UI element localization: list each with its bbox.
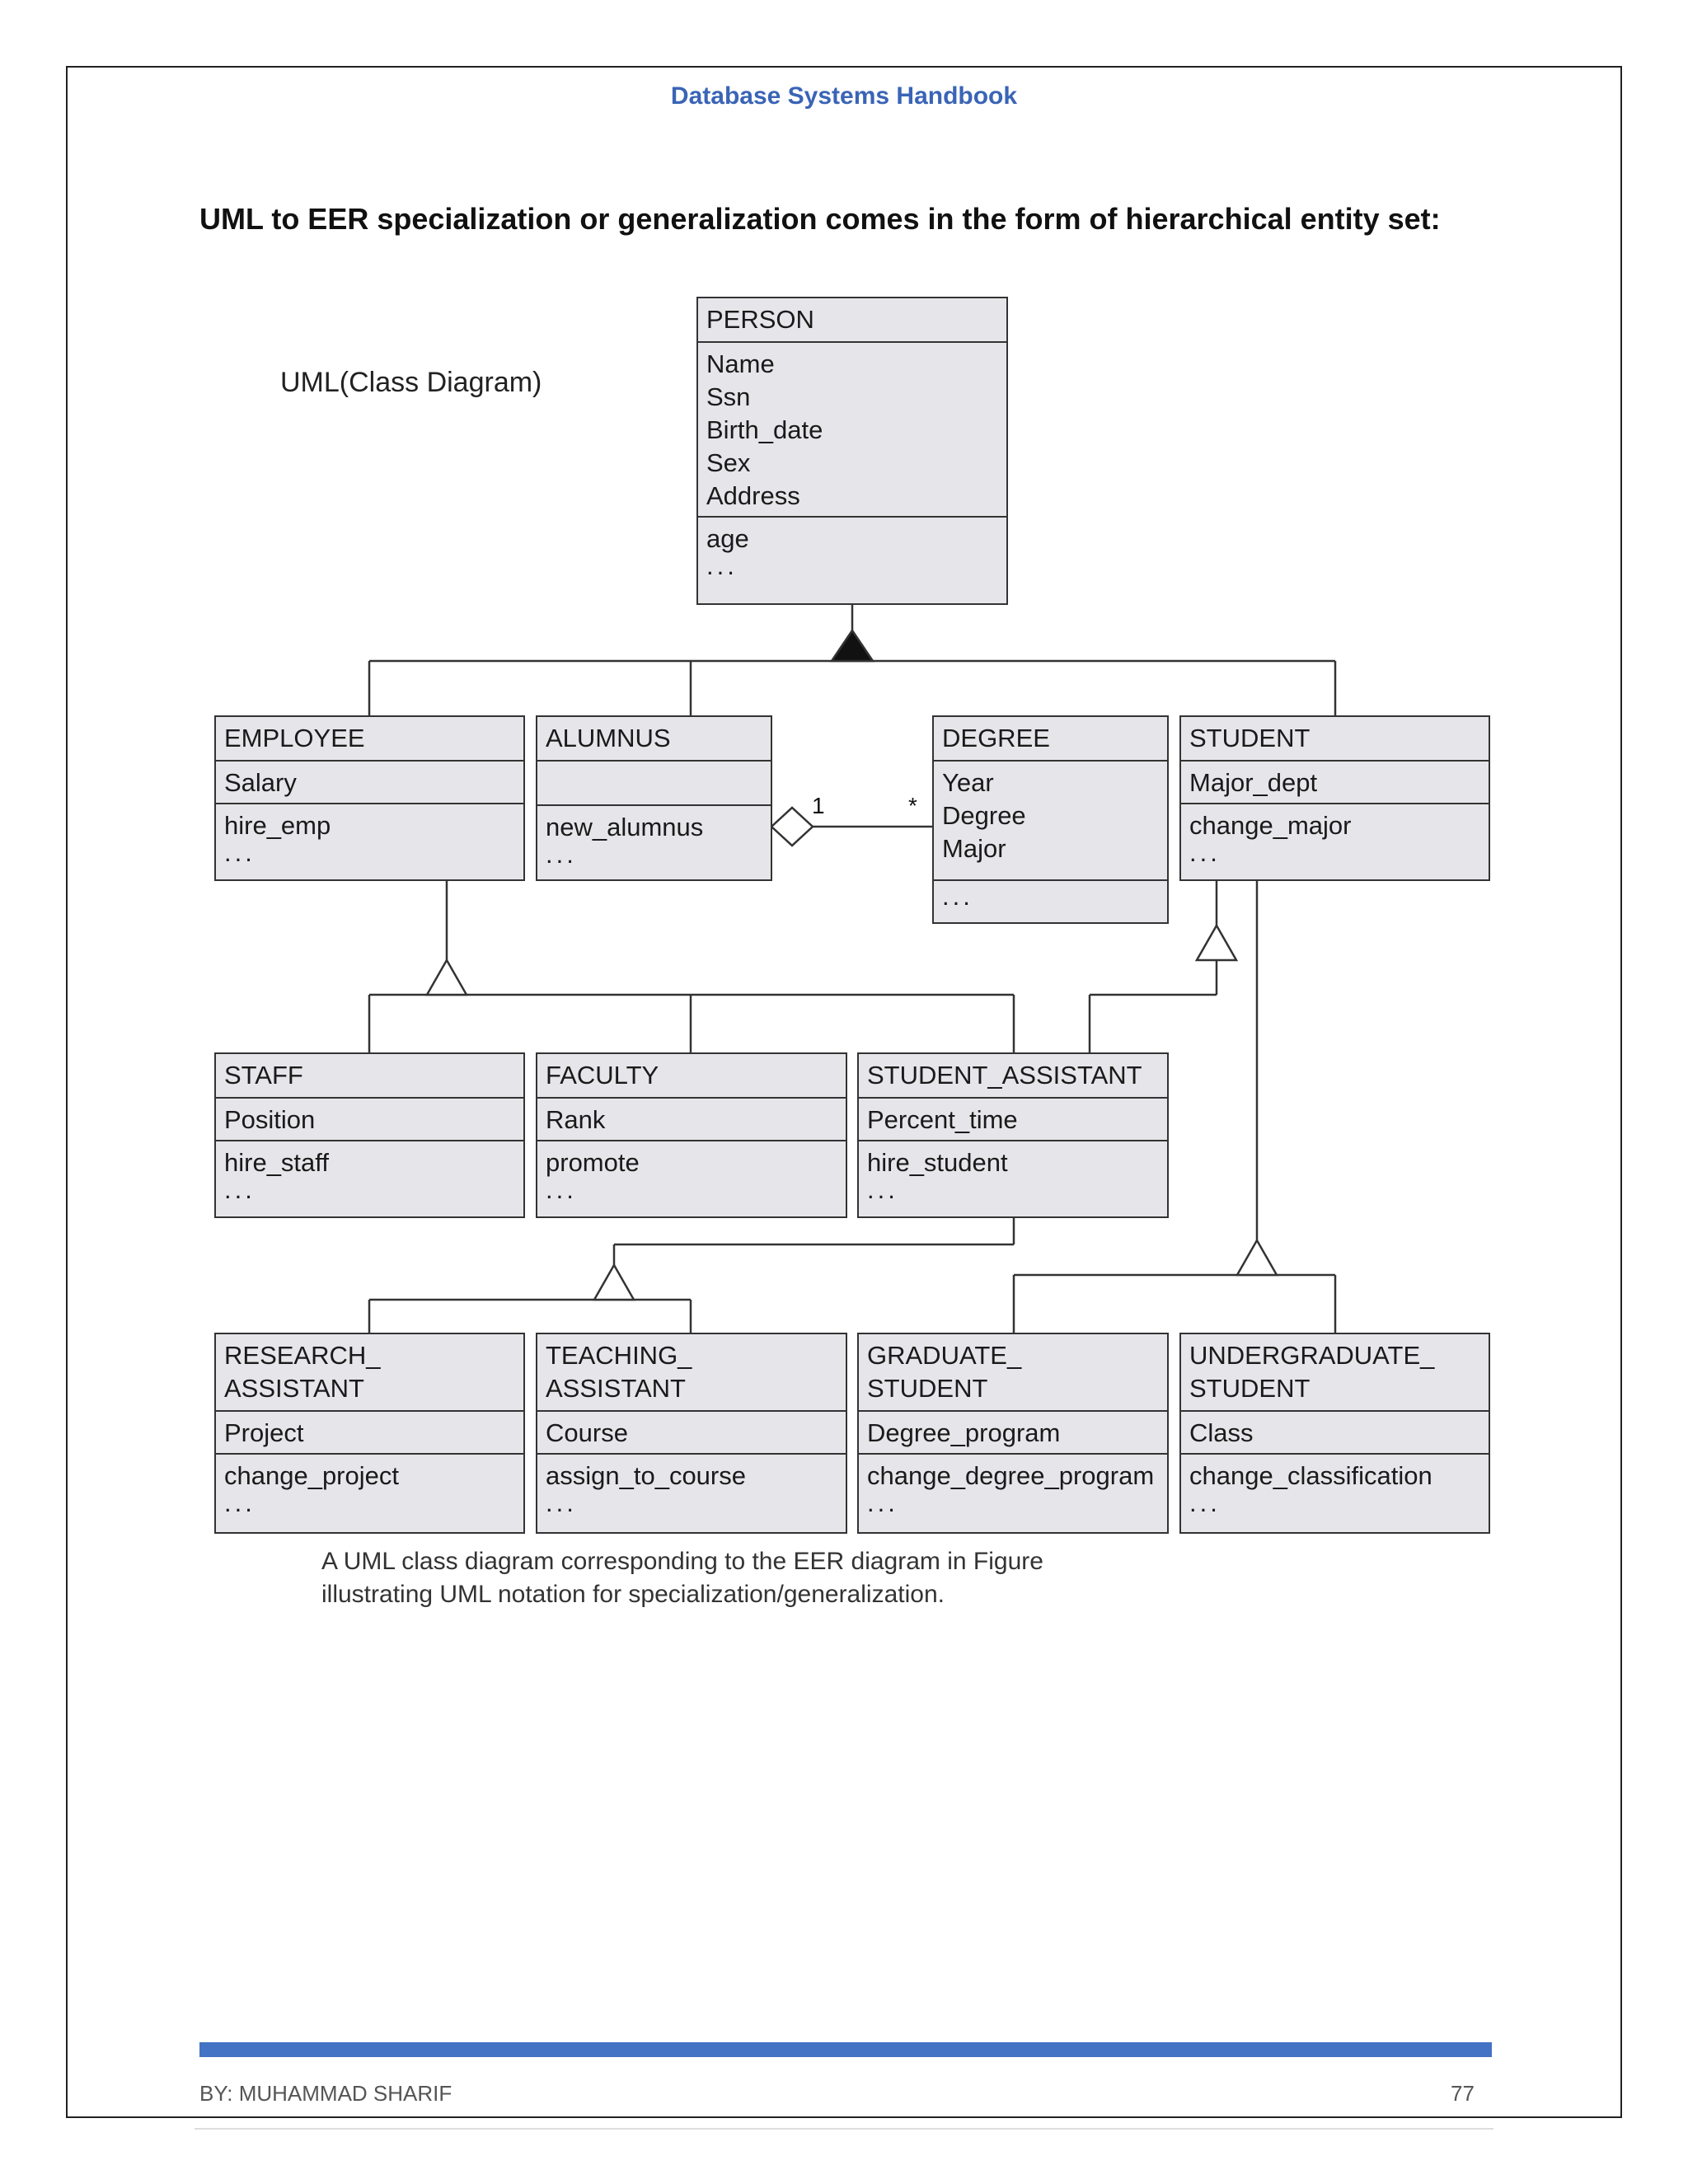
page-heading: UML to EER specialization or generalizat… xyxy=(199,202,1441,236)
class-staff: STAFF Position hire_staff ... xyxy=(214,1052,525,1218)
class-research-assistant: RESEARCH_ ASSISTANT Project change_proje… xyxy=(214,1333,525,1534)
class-attributes: Name Ssn Birth_date Sex Address xyxy=(698,341,1006,516)
class-name: STUDENT xyxy=(1189,724,1311,752)
class-student-assistant: STUDENT_ASSISTANT Percent_time hire_stud… xyxy=(857,1052,1169,1218)
class-operations: promote ... xyxy=(537,1140,846,1204)
bottom-rule xyxy=(195,2128,1493,2130)
class-employee: EMPLOYEE Salary hire_emp ... xyxy=(214,715,525,881)
class-operations: new_alumnus ... xyxy=(537,804,771,869)
class-operations: change_degree_program ... xyxy=(859,1453,1167,1517)
generalization-triangle-filled xyxy=(829,628,875,663)
class-attributes: Major_dept xyxy=(1181,760,1489,803)
class-name: TEACHING_ ASSISTANT xyxy=(546,1341,692,1403)
class-operations: change_classification ... xyxy=(1181,1453,1489,1517)
class-attributes: Course xyxy=(537,1410,846,1453)
class-operations: assign_to_course ... xyxy=(537,1453,846,1517)
generalization-triangle-employee xyxy=(424,958,469,996)
generalization-triangle-assistant xyxy=(592,1263,636,1301)
class-name: FACULTY xyxy=(546,1061,659,1090)
class-teaching-assistant: TEACHING_ ASSISTANT Course assign_to_cou… xyxy=(536,1333,847,1534)
class-person: PERSON Name Ssn Birth_date Sex Address a… xyxy=(696,297,1008,605)
generalization-triangle-student-assistant xyxy=(1194,923,1239,962)
class-faculty: FACULTY Rank promote ... xyxy=(536,1052,847,1218)
class-attributes: Year Degree Major xyxy=(934,760,1167,879)
figure-caption: A UML class diagram corresponding to the… xyxy=(321,1545,1043,1611)
class-name: EMPLOYEE xyxy=(224,724,365,752)
diagram-label: UML(Class Diagram) xyxy=(280,367,542,398)
multiplicity-alumnus: 1 xyxy=(812,793,825,818)
class-operations: change_project ... xyxy=(216,1453,523,1517)
class-operations: hire_staff ... xyxy=(216,1140,523,1204)
footer-bar xyxy=(199,2042,1492,2057)
aggregation-diamond xyxy=(770,806,814,847)
class-name: RESEARCH_ ASSISTANT xyxy=(224,1341,381,1403)
class-attributes: Degree_program xyxy=(859,1410,1167,1453)
multiplicity-degree: * xyxy=(908,793,917,818)
class-attributes: Salary xyxy=(216,760,523,803)
class-operations: hire_student ... xyxy=(859,1140,1167,1204)
class-name: UNDERGRADUATE_ STUDENT xyxy=(1189,1341,1435,1403)
class-attributes xyxy=(537,760,771,804)
class-attributes: Rank xyxy=(537,1097,846,1140)
page-border xyxy=(66,66,1622,2118)
class-attributes: Class xyxy=(1181,1410,1489,1453)
class-attributes: Percent_time xyxy=(859,1097,1167,1140)
generalization-triangle-student xyxy=(1235,1238,1279,1277)
class-operations: change_major ... xyxy=(1181,803,1489,867)
caption-line-1: A UML class diagram corresponding to the… xyxy=(321,1548,1043,1575)
footer-author: BY: MUHAMMAD SHARIF xyxy=(199,2081,452,2106)
class-alumnus: ALUMNUS new_alumnus ... xyxy=(536,715,772,881)
class-graduate-student: GRADUATE_ STUDENT Degree_program change_… xyxy=(857,1333,1169,1534)
class-name: DEGREE xyxy=(942,724,1050,752)
class-name: PERSON xyxy=(706,305,814,334)
class-operations: hire_emp ... xyxy=(216,803,523,867)
class-operations: ... xyxy=(934,879,1167,911)
class-name: ALUMNUS xyxy=(546,724,671,752)
class-attributes: Project xyxy=(216,1410,523,1453)
header-title: Database Systems Handbook xyxy=(670,82,1018,110)
class-degree: DEGREE Year Degree Major ... xyxy=(932,715,1169,924)
caption-line-2: illustrating UML notation for specializa… xyxy=(321,1581,945,1608)
class-name: GRADUATE_ STUDENT xyxy=(867,1341,1022,1403)
class-attributes: Position xyxy=(216,1097,523,1140)
class-student: STUDENT Major_dept change_major ... xyxy=(1179,715,1490,881)
class-name: STAFF xyxy=(224,1061,303,1090)
class-name: STUDENT_ASSISTANT xyxy=(867,1061,1142,1090)
page-number: 77 xyxy=(1451,2081,1475,2106)
class-undergraduate-student: UNDERGRADUATE_ STUDENT Class change_clas… xyxy=(1179,1333,1490,1534)
class-operations: age ... xyxy=(698,516,1006,580)
